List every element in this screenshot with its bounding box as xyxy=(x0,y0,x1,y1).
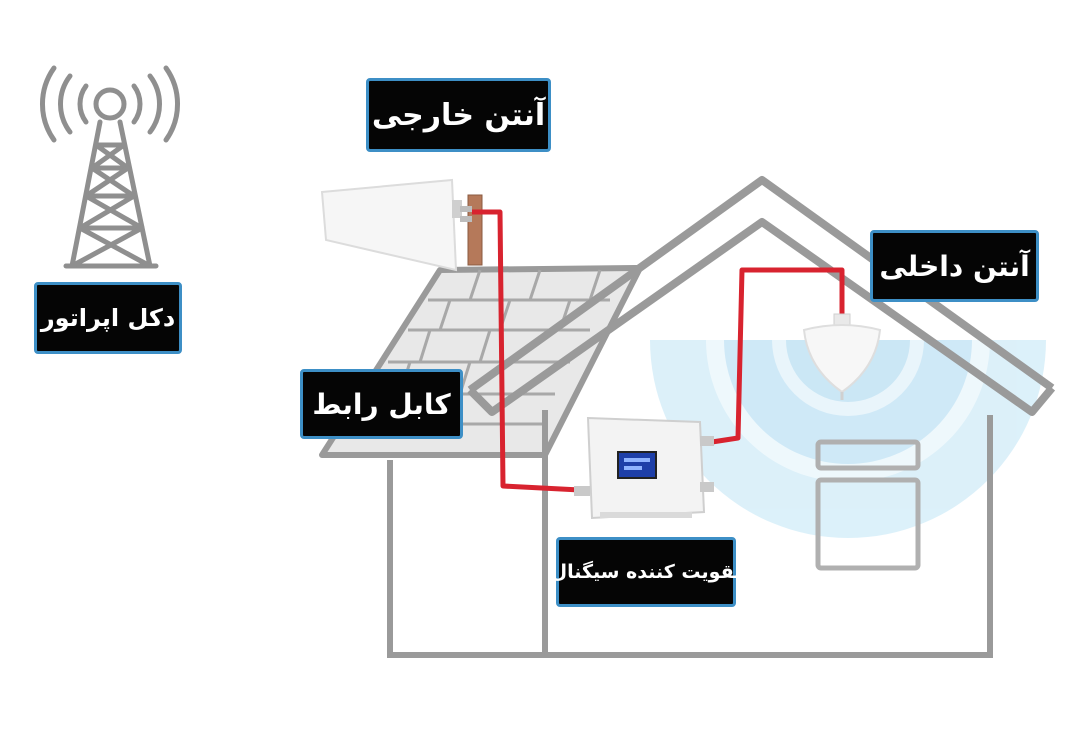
ceiling-antenna-icon xyxy=(802,313,882,400)
operator-tower-label: دکل اپراتور xyxy=(34,282,182,354)
panel-antenna-icon xyxy=(320,178,472,272)
main-roof xyxy=(467,176,1056,416)
left-house-body xyxy=(387,440,548,658)
main-house-walls xyxy=(542,410,993,658)
window xyxy=(815,439,921,571)
antenna-mast xyxy=(467,194,483,266)
indoor-antenna-label: آنتن داخلی xyxy=(870,230,1039,302)
connecting-cable xyxy=(472,209,845,493)
signal-booster-device-icon xyxy=(574,416,714,520)
outdoor-antenna-label: آنتن خارجی xyxy=(366,78,551,152)
cell-tower-icon xyxy=(39,65,181,269)
connecting-cable-label: کابل رابط xyxy=(300,369,463,439)
signal-booster-label: تقویت کننده سیگنال xyxy=(551,537,741,607)
